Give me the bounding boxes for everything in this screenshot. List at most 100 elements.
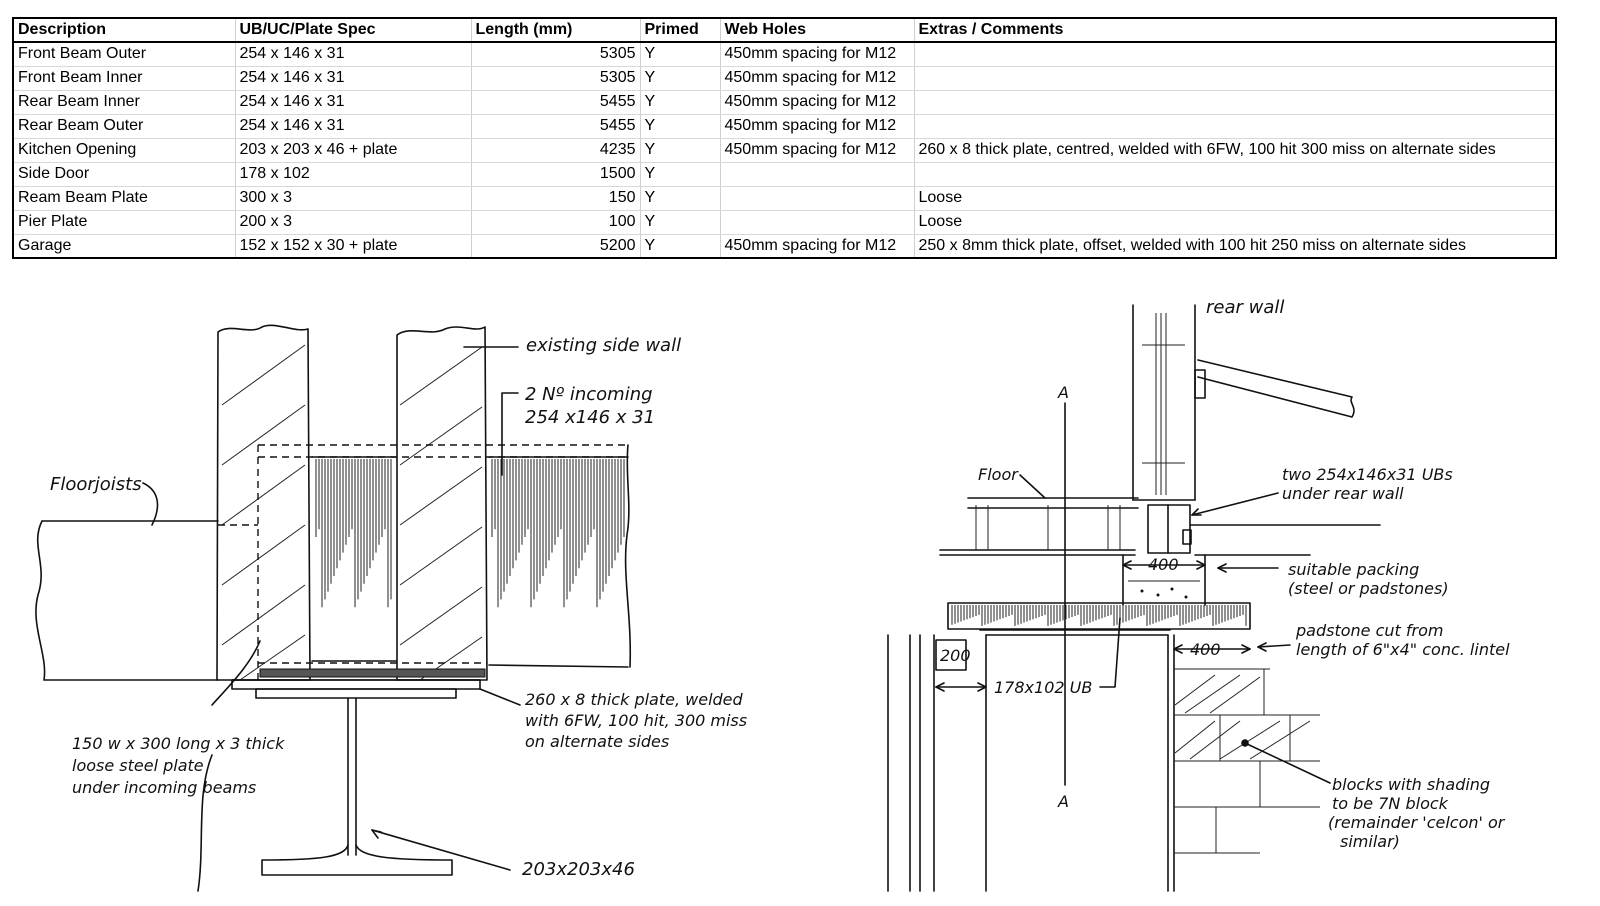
label-dim-200: 200 <box>940 646 971 665</box>
opening-and-blockwork <box>887 634 1320 892</box>
table-cell: 150 <box>470 186 640 211</box>
table-cell: 5455 <box>470 114 640 139</box>
label-plate-line-2: with 6FW, 100 hit, 300 miss <box>525 711 747 730</box>
table-cell <box>719 162 914 187</box>
uc-203x203x46-section <box>255 688 457 876</box>
label-incoming-count: 2 Nº incoming <box>525 384 653 405</box>
table-cell: 5455 <box>470 90 640 115</box>
table-cell: Y <box>639 234 720 259</box>
table-cell: 200 x 3 <box>234 210 471 235</box>
table-cell: Pier Plate <box>12 210 235 235</box>
table-cell: Y <box>639 114 720 139</box>
table-header-row: Description UB/UC/Plate Spec Length (mm)… <box>12 17 1557 43</box>
table-cell: Front Beam Outer <box>12 42 235 67</box>
label-uc-section: 203x203x46 <box>522 859 635 880</box>
table-cell: 254 x 146 x 31 <box>234 66 471 91</box>
label-dim-400-top: 400 <box>1148 555 1179 574</box>
table-cell: 100 <box>470 210 640 235</box>
table-cell: Y <box>639 138 720 163</box>
side-wall-right-leaf <box>396 326 488 681</box>
header-length: Length (mm) <box>470 17 640 43</box>
label-existing-side-wall: existing side wall <box>526 335 681 356</box>
header-primed: Primed <box>639 17 720 43</box>
label-blocks-line-2: to be 7N block <box>1332 794 1449 813</box>
table-cell: 254 x 146 x 31 <box>234 90 471 115</box>
table-cell: Y <box>639 90 720 115</box>
table-cell: Loose <box>913 186 1557 211</box>
label-floor-joists: Floorjoists <box>50 474 142 495</box>
label-dim-400-side: 400 <box>1190 640 1221 659</box>
label-ubs-line-2: under rear wall <box>1282 484 1404 503</box>
incoming-beam-outline <box>257 444 630 680</box>
label-padstone-line-1: padstone cut from <box>1295 621 1443 640</box>
loose-steel-plate <box>259 668 486 678</box>
label-loose-plate-line-2: loose steel plate <box>72 756 204 775</box>
table-cell: Front Beam Inner <box>12 66 235 91</box>
label-loose-plate-line-1: 150 w x 300 long x 3 thick <box>72 734 285 753</box>
welded-plate <box>231 679 481 690</box>
rear-wall-section-sketch: rear wall A A Floor two 254x146x31 UBs u… <box>880 285 1600 895</box>
label-plate-line-3: on alternate sides <box>525 732 669 751</box>
table-cell: 4235 <box>470 138 640 163</box>
table-cell: Rear Beam Outer <box>12 114 235 139</box>
label-rear-wall: rear wall <box>1206 297 1284 318</box>
table-cell: Kitchen Opening <box>12 138 235 163</box>
table-cell <box>913 114 1557 139</box>
table-cell: Y <box>639 186 720 211</box>
table-cell: Y <box>639 162 720 187</box>
table-cell <box>913 90 1557 115</box>
steel-schedule-table: Description UB/UC/Plate Spec Length (mm)… <box>12 17 1557 259</box>
rear-wall <box>1132 304 1196 501</box>
header-spec: UB/UC/Plate Spec <box>234 17 471 43</box>
table-cell <box>719 186 914 211</box>
table-cell: 450mm spacing for M12 <box>719 114 914 139</box>
table-cell: Rear Beam Inner <box>12 90 235 115</box>
label-section-a-top: A <box>1057 383 1069 402</box>
table-cell: 5305 <box>470 42 640 67</box>
table-cell: 254 x 146 x 31 <box>234 42 471 67</box>
table-cell: 254 x 146 x 31 <box>234 114 471 139</box>
table-cell: Loose <box>913 210 1557 235</box>
incoming-beam-extension <box>488 444 632 668</box>
table-cell: 300 x 3 <box>234 186 471 211</box>
beam-connection-sketch: existing side wall 2 Nº incoming 254 x14… <box>0 285 840 895</box>
label-loose-plate-line-3: under incoming beams <box>72 778 256 797</box>
table-cell: 260 x 8 thick plate, centred, welded wit… <box>913 138 1557 163</box>
table-cell: Y <box>639 210 720 235</box>
label-178x102-ub: 178x102 UB <box>994 678 1092 697</box>
label-incoming-size: 254 x146 x 31 <box>525 407 655 428</box>
table-cell <box>913 162 1557 187</box>
table-cell: Y <box>639 66 720 91</box>
table-cell: 450mm spacing for M12 <box>719 90 914 115</box>
label-blocks-line-4: similar) <box>1340 832 1400 851</box>
padstone-and-ub <box>947 602 1251 631</box>
table-cell: Ream Beam Plate <box>12 186 235 211</box>
roof-rafter <box>1194 359 1355 418</box>
table-cell: 5200 <box>470 234 640 259</box>
header-description: Description <box>12 17 235 43</box>
label-section-a-bottom: A <box>1057 792 1069 811</box>
table-cell: 5305 <box>470 66 640 91</box>
header-extras: Extras / Comments <box>913 17 1557 43</box>
label-packing-line-1: suitable packing <box>1288 560 1419 579</box>
table-cell: 203 x 203 x 46 + plate <box>234 138 471 163</box>
label-packing-line-2: (steel or padstones) <box>1288 579 1449 598</box>
table-cell: Garage <box>12 234 235 259</box>
table-cell: Side Door <box>12 162 235 187</box>
floor-structure <box>939 497 1381 556</box>
incoming-beam-section <box>311 456 397 662</box>
label-blocks-line-1: blocks with shading <box>1332 775 1490 794</box>
label-ubs-line-1: two 254x146x31 UBs <box>1282 465 1453 484</box>
packing <box>1122 554 1206 606</box>
table-cell: 450mm spacing for M12 <box>719 234 914 259</box>
table-cell: 178 x 102 <box>234 162 471 187</box>
table-cell <box>719 210 914 235</box>
header-web-holes: Web Holes <box>719 17 914 43</box>
